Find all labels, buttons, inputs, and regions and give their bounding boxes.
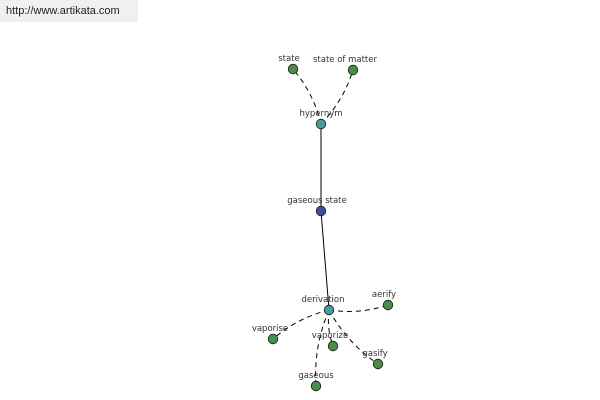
node-gaseous-label: gaseous xyxy=(298,371,334,381)
node-gasify[interactable]: gasify xyxy=(362,349,388,370)
edge-hypernym-to-state-of-matter xyxy=(320,69,354,125)
node-gaseous-marker[interactable] xyxy=(310,380,322,392)
node-gaseous-state-label: gaseous state xyxy=(287,196,347,206)
node-vaporize-marker[interactable] xyxy=(327,340,339,352)
node-hypernym-marker[interactable] xyxy=(315,118,327,130)
node-state-marker[interactable] xyxy=(287,63,299,75)
nodes-layer: state state of matter hypernym gaseous stat… xyxy=(252,54,396,392)
node-derivation-label: derivation xyxy=(301,295,344,305)
node-derivation-marker[interactable] xyxy=(323,304,335,316)
watermark-url: http://www.artikata.com xyxy=(0,0,138,22)
node-gaseous-state-marker[interactable] xyxy=(315,205,327,217)
node-hypernym[interactable]: hypernym xyxy=(299,109,343,130)
node-state[interactable]: state xyxy=(278,54,300,75)
node-gasify-marker[interactable] xyxy=(372,358,384,370)
edges-layer xyxy=(272,68,389,387)
node-vaporize-label: vaporize xyxy=(312,331,348,341)
edge-gaseous-state-to-derivation xyxy=(320,210,330,311)
node-gasify-label: gasify xyxy=(362,349,387,359)
edge-derivation-to-gaseous xyxy=(315,309,330,387)
edge-derivation-to-gasify xyxy=(328,309,379,365)
node-vaporize[interactable]: vaporize xyxy=(312,331,348,352)
edge-hypernym-to-state xyxy=(292,68,322,125)
node-gaseous[interactable]: gaseous xyxy=(298,371,334,392)
node-aerify-marker[interactable] xyxy=(382,299,394,311)
node-hypernym-label: hypernym xyxy=(299,109,342,119)
node-vaporise-label: vaporise xyxy=(252,324,288,334)
node-aerify-label: aerify xyxy=(372,290,396,300)
node-gaseous-state[interactable]: gaseous state xyxy=(287,196,347,217)
node-vaporise[interactable]: vaporise xyxy=(252,324,288,345)
node-state-of-matter-label: state of matter xyxy=(313,55,378,65)
node-vaporise-marker[interactable] xyxy=(267,333,279,345)
edge-derivation-to-aerify xyxy=(328,304,389,312)
edge-derivation-to-vaporise xyxy=(272,309,330,340)
node-aerify[interactable]: aerify xyxy=(372,290,396,311)
node-state-of-matter-marker[interactable] xyxy=(347,64,359,76)
node-state-label: state xyxy=(278,54,300,64)
node-derivation[interactable]: derivation xyxy=(301,295,345,316)
node-state-of-matter[interactable]: state of matter xyxy=(313,55,378,76)
